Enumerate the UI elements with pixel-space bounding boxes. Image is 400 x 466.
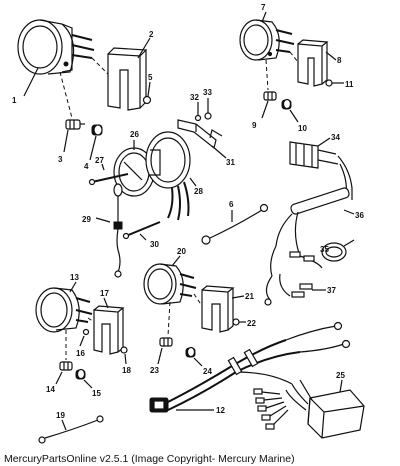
callout-4: 4 [84,162,89,171]
callout-18: 18 [122,366,131,375]
gauge-1[interactable] [17,19,95,75]
gauge-housing-28[interactable] [145,131,191,221]
bulb-10[interactable] [281,98,292,110]
callout-32: 32 [190,93,199,102]
bulb-socket-3[interactable] [65,119,85,130]
callout-1: 1 [12,96,17,105]
callout-36: 36 [355,211,364,220]
wiring-harness-12[interactable] [149,321,351,413]
callout-17: 17 [100,289,109,298]
nut-33[interactable] [204,112,212,120]
connector-wires-37[interactable] [264,273,313,306]
bulb-socket-23[interactable] [159,337,173,347]
callout-11: 11 [345,80,354,89]
callout-31: 31 [226,158,235,167]
callout-10: 10 [298,124,307,133]
copyright-footer: MercuryPartsOnline v2.5.1 (Image Copyrig… [4,453,295,465]
nut-18[interactable] [120,346,128,354]
callout-24: 24 [203,367,212,376]
bracket-8[interactable] [297,39,329,87]
callout-34: 34 [331,133,340,142]
callout-12: 12 [216,406,225,415]
screw-27[interactable] [88,173,129,186]
bracket-21[interactable] [201,285,235,333]
gauge-7[interactable] [239,19,295,61]
callout-27: 27 [95,156,104,165]
callout-37: 37 [327,286,336,295]
terminal-block-34[interactable] [289,141,339,169]
module-25[interactable] [285,379,365,439]
bracket-2[interactable] [107,47,148,111]
callout-25: 25 [336,371,345,380]
callout-16: 16 [76,349,85,358]
hose-clamp-35[interactable] [321,239,355,262]
callout-9: 9 [252,121,257,130]
callout-28: 28 [194,187,203,196]
terminal-fan[interactable] [253,388,289,430]
callout-14: 14 [46,385,55,394]
gauge-13[interactable] [35,287,93,333]
callout-3: 3 [58,155,63,164]
callout-13: 13 [70,273,79,282]
nut-32[interactable] [194,114,202,122]
ground-wire-19[interactable] [38,415,104,444]
callout-19: 19 [56,411,65,420]
nut-5[interactable] [142,95,152,105]
bulb-24[interactable] [185,346,196,358]
nut-22[interactable] [232,318,240,326]
bracket-17[interactable] [93,305,125,355]
nut-11[interactable] [325,79,333,87]
bulb-4[interactable] [91,124,103,136]
callout-29: 29 [82,215,91,224]
callout-7: 7 [261,3,266,12]
callout-5: 5 [148,73,153,82]
callout-35: 35 [320,245,329,254]
callout-22: 22 [247,319,256,328]
callout-20: 20 [177,247,186,256]
callout-15: 15 [92,389,101,398]
bulb-15[interactable] [75,368,86,380]
wire-30[interactable] [122,221,161,240]
callout-8: 8 [337,56,342,65]
bulb-socket-9[interactable] [263,91,277,101]
callout-30: 30 [150,240,159,249]
lamp-wire-29[interactable] [113,183,123,278]
callout-26: 26 [130,130,139,139]
callout-21: 21 [245,292,254,301]
callout-2: 2 [149,30,154,39]
callout-6: 6 [229,200,234,209]
callout-23: 23 [150,366,159,375]
ground-wire-6[interactable] [201,203,269,245]
wiring-harness-36[interactable] [270,155,353,277]
bulb-socket-14[interactable] [59,361,73,371]
washer-16[interactable] [82,328,90,336]
callout-33: 33 [203,88,212,97]
gauge-20[interactable] [143,263,197,305]
